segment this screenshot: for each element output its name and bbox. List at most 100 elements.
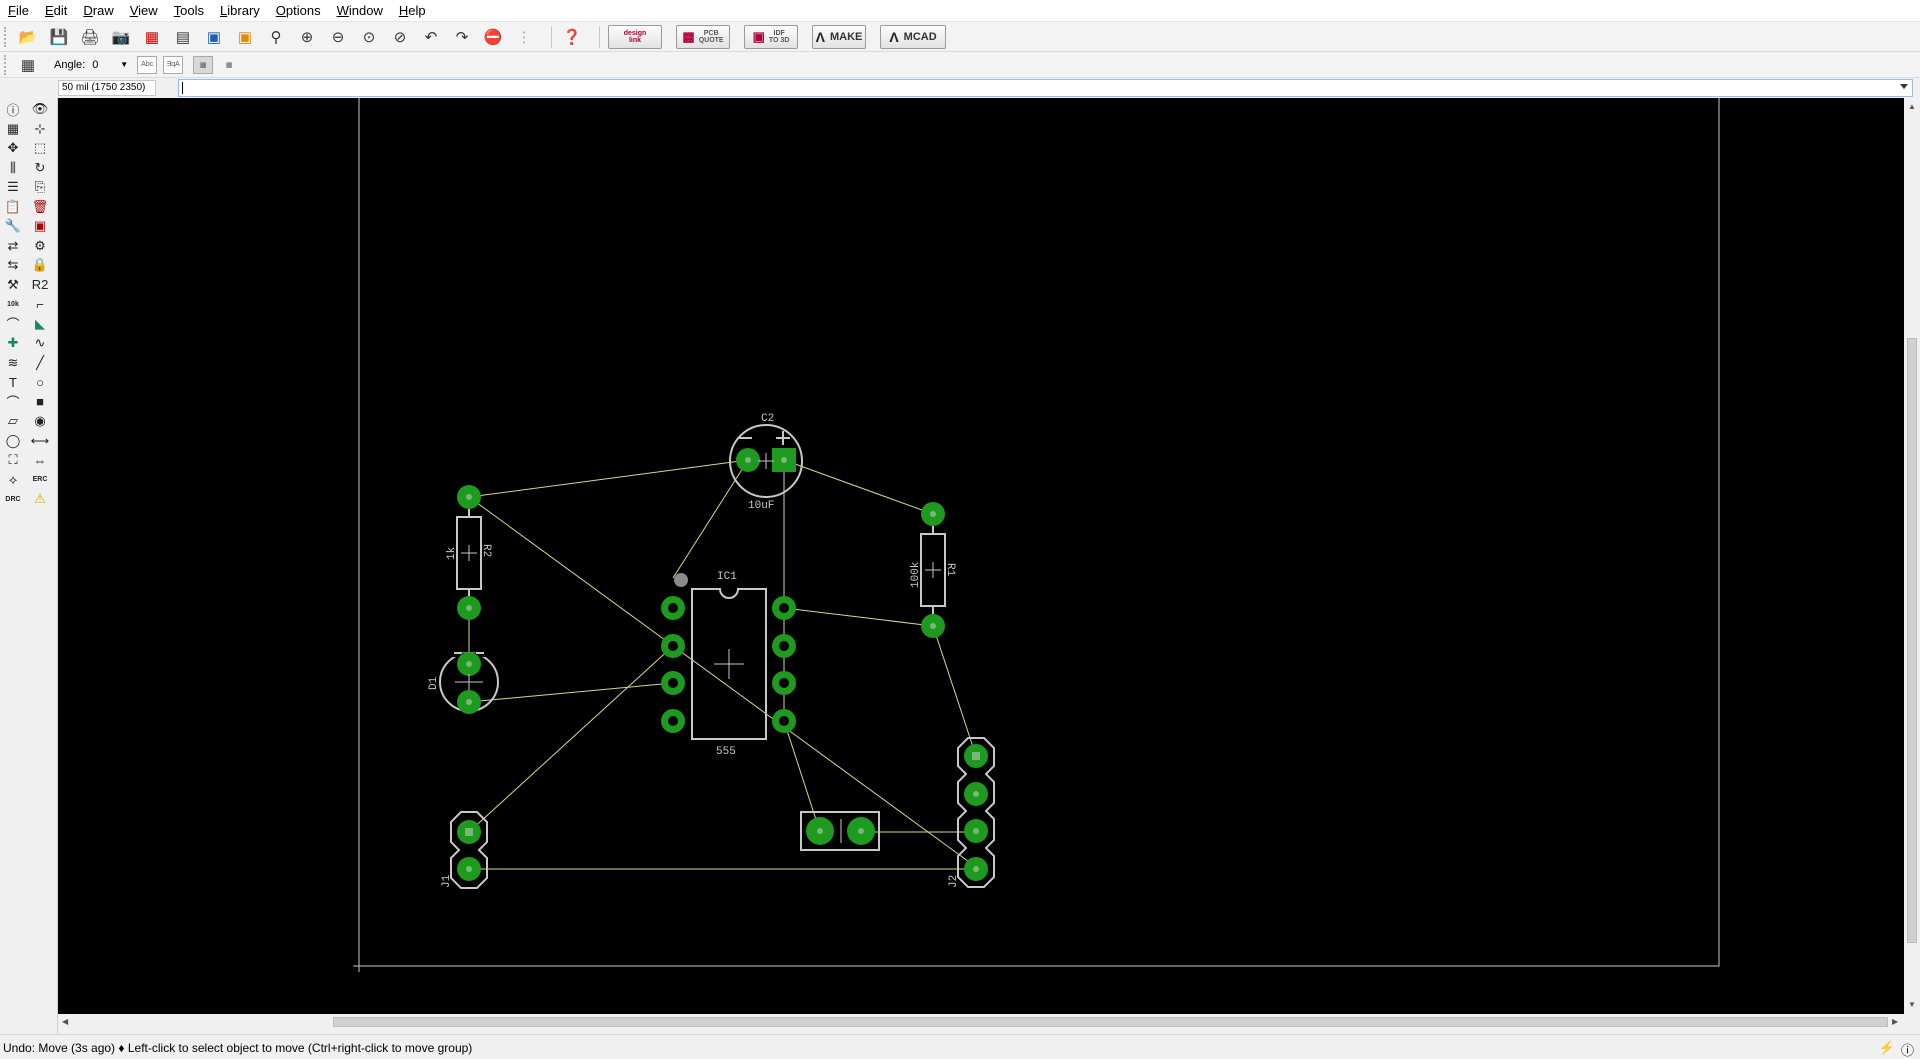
name-icon[interactable]: R2: [31, 277, 49, 292]
ratsnest-icon[interactable]: ⟷: [30, 432, 50, 448]
redo-icon[interactable]: ↷: [455, 28, 469, 46]
horizontal-scroll-thumb[interactable]: [333, 1017, 1888, 1027]
lock-icon[interactable]: 🔒: [31, 257, 49, 272]
angle-select[interactable]: 0 ▼: [89, 55, 132, 74]
optimize-icon[interactable]: ⇆: [7, 257, 19, 272]
rect-icon[interactable]: ■: [36, 394, 44, 409]
cam-icon[interactable]: 📷: [111, 28, 131, 46]
led-d1[interactable]: [439, 652, 499, 714]
grid-icon[interactable]: ▦: [20, 56, 36, 74]
show-icon[interactable]: 👁: [31, 101, 49, 116]
display-layers-icon[interactable]: ▦: [6, 120, 20, 136]
zoom-in-icon[interactable]: ⊕: [300, 28, 314, 46]
circle-icon[interactable]: ○: [36, 374, 44, 390]
menu-edit[interactable]: Edit: [44, 2, 68, 18]
mark-icon[interactable]: ⊹: [34, 120, 46, 136]
ripup-icon[interactable]: ✚: [7, 335, 19, 350]
resistor-r2[interactable]: [456, 485, 482, 620]
menu-window[interactable]: Window: [336, 2, 383, 18]
paste-icon[interactable]: 📋: [4, 198, 22, 214]
help-icon[interactable]: ❓: [562, 28, 582, 46]
arc-icon[interactable]: ⌒: [6, 395, 20, 410]
menu-library[interactable]: Library: [220, 2, 260, 18]
change-icon[interactable]: ⚙: [34, 237, 46, 253]
delete-icon[interactable]: 🗑: [31, 198, 49, 214]
header-j1[interactable]: [450, 811, 488, 889]
value-icon[interactable]: 10k: [7, 300, 19, 308]
align-icon[interactable]: ☰: [7, 179, 19, 194]
scroll-right-icon[interactable]: ▶: [1892, 1017, 1899, 1026]
scroll-up-icon[interactable]: ▲: [1908, 102, 1916, 111]
route-icon[interactable]: ◣: [35, 315, 45, 331]
horizontal-scrollbar[interactable]: ◀ ▶: [58, 1014, 1904, 1030]
zoom-last-icon[interactable]: ⊘: [393, 28, 407, 46]
resistor-r1[interactable]: [920, 502, 946, 638]
print-icon[interactable]: 🖨: [80, 28, 100, 46]
stop-icon[interactable]: ⛔: [483, 28, 503, 46]
open-icon[interactable]: 📂: [18, 28, 38, 46]
go-icon[interactable]: ⋮: [516, 28, 532, 46]
menu-view[interactable]: View: [129, 2, 158, 18]
ulp-icon[interactable]: ▣: [237, 28, 253, 46]
toolbar-grip[interactable]: [4, 54, 8, 75]
meander-icon[interactable]: ∿: [34, 335, 46, 350]
split-icon[interactable]: ⌐: [36, 296, 44, 312]
make-button[interactable]: Λ MAKE: [812, 24, 866, 49]
text-icon[interactable]: T: [9, 374, 17, 390]
move-icon[interactable]: ✥: [7, 140, 19, 155]
add-icon[interactable]: ▣: [33, 218, 47, 233]
rotate-icon[interactable]: ↻: [34, 159, 46, 175]
ic1-555[interactable]: [661, 573, 796, 740]
toolbar-grip[interactable]: [4, 26, 8, 47]
properties-icon[interactable]: 🔧: [4, 218, 22, 233]
bus-icon[interactable]: ≋: [7, 354, 19, 370]
align-left-button[interactable]: ▩: [193, 55, 214, 74]
menu-options[interactable]: Options: [275, 2, 321, 18]
board-canvas[interactable]: C2 10uF 1k R2 100k R1: [58, 98, 1904, 1014]
zoom-fit-icon[interactable]: ⚲: [270, 28, 282, 46]
polygon-icon[interactable]: ▱: [8, 413, 18, 428]
line-icon[interactable]: ╱: [36, 354, 44, 370]
drc-icon[interactable]: DRC: [5, 495, 21, 503]
scroll-left-icon[interactable]: ◀: [62, 1017, 69, 1026]
brd-switch-icon[interactable]: ▣: [206, 28, 222, 46]
capacitor-c2[interactable]: [729, 424, 803, 498]
via-icon[interactable]: ◉: [34, 413, 46, 428]
group-move-icon[interactable]: ⬚: [33, 140, 47, 155]
smash-icon[interactable]: ⚒: [7, 276, 19, 292]
menu-help[interactable]: Help: [398, 2, 426, 18]
errors-icon[interactable]: ⚠: [34, 491, 46, 506]
mcad-button[interactable]: Λ MCAD: [880, 24, 946, 49]
erc-icon[interactable]: ERC: [32, 476, 48, 483]
replace-icon[interactable]: ⇄: [7, 237, 19, 253]
header-j2[interactable]: [957, 737, 995, 888]
dimension-icon[interactable]: ⇔: [33, 452, 47, 468]
lightning-icon[interactable]: ⚡: [1878, 1040, 1895, 1055]
mirror-icon[interactable]: ⫼: [10, 159, 16, 175]
hole-icon[interactable]: ◯: [5, 432, 21, 448]
copy-icon[interactable]: ⎘: [34, 179, 46, 194]
align-grid-button[interactable]: ▦: [225, 61, 233, 69]
vertical-scroll-thumb[interactable]: [1907, 338, 1917, 943]
menu-tools[interactable]: Tools: [173, 2, 205, 18]
autorouter-icon[interactable]: ⛶: [8, 452, 18, 467]
two-pin-part[interactable]: [800, 811, 880, 851]
menu-file[interactable]: File: [8, 2, 29, 18]
chevron-down-icon[interactable]: [1900, 84, 1908, 89]
scroll-down-icon[interactable]: ▼: [1908, 1000, 1916, 1009]
miter-icon[interactable]: ⌒: [6, 317, 20, 332]
schematic-icon[interactable]: ▦: [144, 28, 160, 46]
zoom-out-icon[interactable]: ⊖: [331, 28, 345, 46]
save-icon[interactable]: 💾: [49, 28, 69, 46]
command-input[interactable]: [178, 79, 1913, 97]
info-icon[interactable]: ⓘ: [1900, 1043, 1914, 1058]
info-icon[interactable]: ⓘ: [6, 102, 20, 118]
undo-icon[interactable]: ↶: [424, 28, 438, 46]
vertical-scrollbar[interactable]: ▲ ▼: [1904, 98, 1920, 1014]
zoom-select-icon[interactable]: ⊙: [362, 28, 376, 46]
text-style-button[interactable]: Abc: [137, 55, 158, 74]
library-manager-icon[interactable]: ▤: [175, 28, 191, 46]
